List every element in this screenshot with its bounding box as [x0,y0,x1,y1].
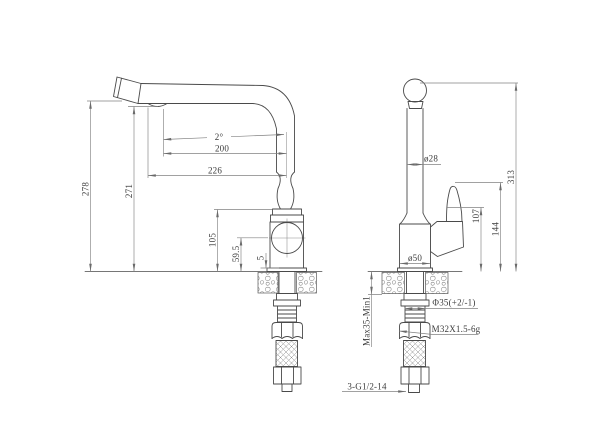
side-view-labels: 278 271 2° 200 226 105 59.5 5 [81,132,266,262]
side-view-counter-section [257,272,317,294]
front-view: ø28 313 107 144 ø50 Φ35(+2/-1) M32X1.5-6… [342,78,518,393]
dim-height-valve-center: 59.5 [231,245,241,262]
spout-ball [403,78,427,103]
handle-housing [430,221,464,257]
side-view-centerlines [269,132,306,258]
dim-handle-top-height: 144 [491,222,501,236]
valve-joint-circle [271,222,303,254]
side-view: 278 271 2° 200 226 105 59.5 5 [81,76,323,392]
handle-lever [446,185,463,222]
dim-height-outlet: 271 [124,184,134,198]
front-view-counter-section [381,272,449,294]
dim-height-body: 105 [208,233,218,247]
front-view-faucet-outline [367,78,464,393]
dim-spout-angle: 2° [215,132,224,142]
side-view-dimensions [87,100,287,272]
side-view-faucet-outline [84,76,323,392]
dim-mounting-hole: Φ35(+2/-1) [432,298,475,308]
braided-hose [275,340,298,367]
dim-deck-thickness-range: Max35-Min1 [362,296,372,346]
dim-height-overall: 278 [81,182,91,196]
dim-handle-base-height: 107 [471,209,481,223]
dim-mounting-thread: M32X1.5-6g [432,324,481,334]
dim-base-plate-height: 5 [256,255,266,260]
spout-nozzle [113,76,142,104]
braided-hose [403,340,426,367]
dim-height-total: 313 [506,170,516,184]
dim-reach-to-axis: 200 [215,144,229,154]
dim-hose-connection: 3-G1/2-14 [347,382,387,392]
dim-reach-overall: 226 [208,166,222,176]
front-view-dimensions [342,82,518,393]
dim-spout-pipe-diameter: ø28 [424,154,438,164]
front-view-labels: ø28 313 107 144 ø50 Φ35(+2/-1) M32X1.5-6… [347,154,516,392]
dim-base-diameter: ø50 [408,253,422,263]
